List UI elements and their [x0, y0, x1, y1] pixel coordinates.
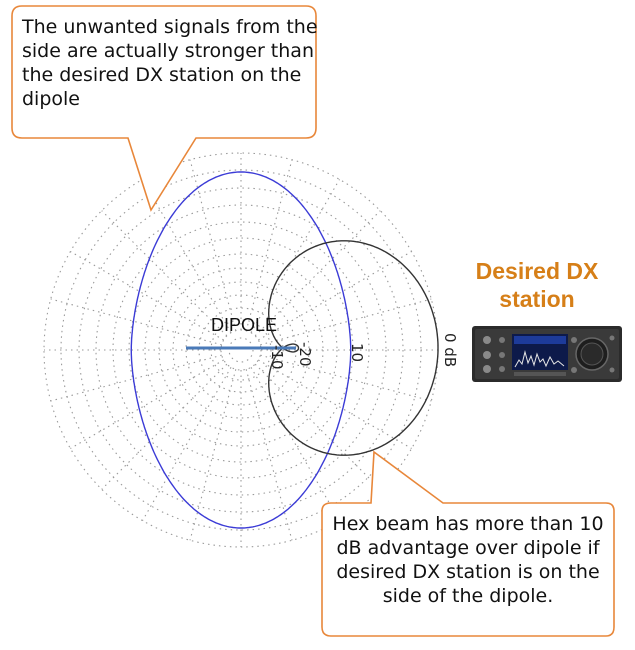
grid-spoke — [254, 363, 381, 490]
transceiver-image — [472, 326, 622, 382]
polar-grid — [43, 152, 439, 548]
callout-bottom-text: Hex beam has more than 10 dB advantage o… — [332, 513, 604, 607]
tick-label-0-db: 0 dB — [441, 333, 459, 367]
grid-spoke — [50, 354, 222, 402]
dipole-label: DIPOLE — [211, 315, 278, 335]
grid-ring — [220, 329, 262, 371]
grid-spoke — [245, 369, 293, 541]
grid-spoke — [101, 210, 228, 337]
grid-spoke — [260, 354, 432, 402]
grid-spoke — [250, 179, 340, 333]
grid-spoke — [260, 298, 432, 346]
grid-ring — [210, 319, 272, 381]
tick-label-minus-10: -10 — [268, 345, 286, 370]
grid-spoke — [258, 359, 412, 449]
tick-label-10: 10 — [348, 343, 366, 362]
grid-ring — [95, 204, 387, 496]
grid-spoke — [245, 159, 293, 331]
grid-ring — [112, 221, 370, 479]
grid-ring — [144, 253, 338, 447]
grid-spoke — [142, 367, 232, 521]
grid-ring — [172, 281, 310, 419]
grid-ring — [185, 294, 297, 406]
grid-spoke — [254, 210, 381, 337]
tick-label-minus-20: -20 — [296, 342, 314, 367]
grid-spoke — [50, 298, 222, 346]
dipole-pattern-curve — [130, 171, 352, 529]
grid-spoke — [70, 359, 224, 449]
grid-spoke — [70, 251, 224, 341]
grid-spoke — [258, 251, 412, 341]
hexbeam-pattern-curve — [268, 240, 439, 456]
grid-spoke — [101, 363, 228, 490]
grid-spoke — [189, 159, 237, 331]
callout-top-bubble — [11, 5, 317, 212]
grid-ring — [78, 187, 404, 513]
grid-spoke — [142, 179, 232, 333]
callout-bottom-bubble — [321, 450, 615, 637]
grid-spoke — [189, 369, 237, 541]
callout-top-text: The unwanted signals from the side are a… — [22, 16, 318, 110]
desired-dx-station-label: Desired DX station — [475, 258, 599, 312]
grid-ring — [128, 237, 354, 463]
grid-ring — [228, 337, 254, 363]
radial-tick-labels: -10 -20 10 0 dB — [268, 333, 459, 370]
grid-spoke — [250, 367, 340, 521]
